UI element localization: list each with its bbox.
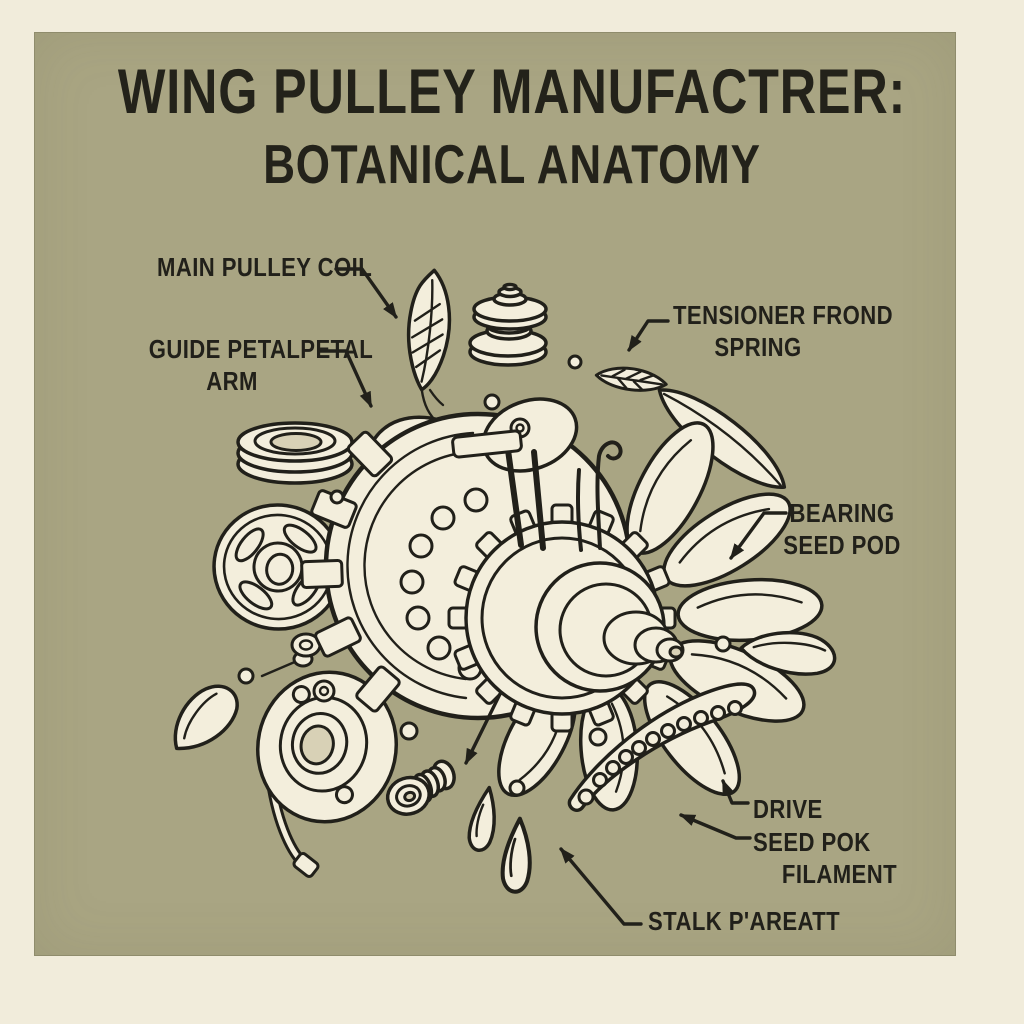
leader-bearing-seed-pod bbox=[729, 511, 788, 560]
poster-title: WING PULLEY MANUFACTRER: BOTANICAL ANATO… bbox=[0, 60, 1024, 196]
leader-stalk bbox=[559, 847, 643, 926]
label-tensioner-frond-spring: TENSIONER FROND SPRING bbox=[673, 300, 894, 362]
ring-stack bbox=[236, 421, 354, 485]
label-stalk-pareatt: STALK P'AREATT bbox=[648, 906, 841, 936]
label-drive-seed-pod-filament: DRIVE SEED POK FILAMENT bbox=[753, 794, 898, 889]
hub-cone bbox=[534, 561, 685, 693]
label-main-pulley-coil: MAIN PULLEY COIL bbox=[157, 252, 373, 282]
flange-disc bbox=[255, 670, 399, 824]
leader-arrows bbox=[318, 267, 788, 926]
leader-tensioner-frond bbox=[627, 319, 670, 352]
teardrop-pod-left bbox=[173, 684, 239, 751]
title-line-2: BOTANICAL ANATOMY bbox=[263, 133, 761, 196]
seed-pod bbox=[739, 630, 837, 676]
label-guide-petal-arm: GUIDE PETALPETAL ARM bbox=[148, 334, 374, 396]
leader-internal bbox=[464, 692, 502, 765]
small-spool bbox=[385, 759, 456, 816]
label-bearing-seed-pod: BEARING SEED POD bbox=[783, 498, 901, 560]
main-leaf bbox=[406, 268, 452, 425]
leader-guide-petal-arm bbox=[318, 349, 373, 408]
leader-drive-lower bbox=[679, 813, 752, 840]
leader-main-pulley-coil bbox=[334, 267, 398, 319]
title-line-1: WING PULLEY MANUFACTRER: bbox=[117, 57, 907, 127]
leader-drive-upper bbox=[721, 779, 750, 805]
spoked-wheel bbox=[212, 503, 344, 631]
fiddlehead-stems bbox=[575, 440, 623, 552]
tensioner-frond-leaf bbox=[594, 366, 668, 392]
seed-drops bbox=[467, 785, 532, 894]
bolt-pin bbox=[260, 632, 322, 678]
spool bbox=[468, 282, 548, 367]
coil-pod bbox=[567, 682, 757, 813]
scatter-dots bbox=[237, 354, 732, 797]
top-bracket bbox=[451, 397, 623, 552]
